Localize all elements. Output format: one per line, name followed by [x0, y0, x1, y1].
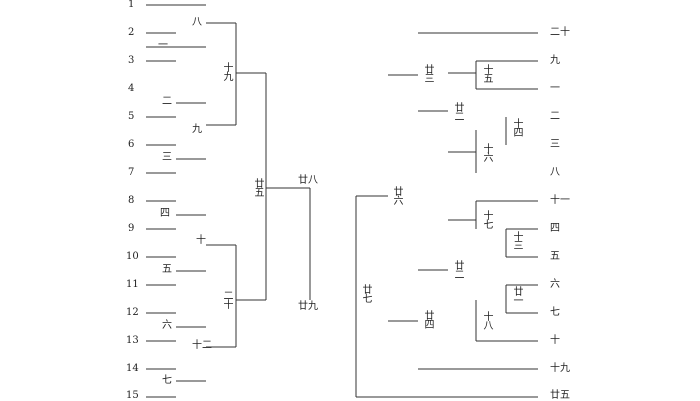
match-label-3: 三: [162, 152, 172, 163]
entrant-4: 4: [128, 83, 135, 94]
right-entrant-label-10: 十: [550, 335, 560, 346]
right-entrant-label-1: 一: [550, 83, 560, 94]
entrant-3: 3: [128, 55, 135, 66]
right-match-13: 十三: [511, 231, 522, 249]
entrant-1: 1: [128, 0, 135, 10]
entrant-9: 9: [128, 223, 135, 234]
match-label-2: 二: [162, 96, 172, 107]
right-match-22: 廿二: [452, 260, 463, 278]
match-label-10: 十: [196, 235, 206, 246]
entrant-15: 15: [126, 390, 139, 401]
right-entrant-label-3: 三: [550, 139, 560, 150]
semifinal-label-20: 二十: [221, 290, 232, 308]
entrant-6: 6: [128, 139, 135, 150]
match-label-1: 一: [158, 40, 168, 51]
right-entrant-label-6: 六: [550, 279, 560, 290]
right-entrant-label-4: 四: [550, 223, 560, 234]
right-match-27: 廿七: [360, 284, 371, 302]
match-label-8: 八: [192, 17, 202, 28]
entrant-2: 2: [128, 27, 135, 38]
final-side-28: 廿八: [298, 175, 318, 186]
right-match-23: 廿三: [422, 64, 433, 82]
right-match-15: 十五: [481, 64, 492, 82]
right-entrant-label-11: 十一: [550, 195, 570, 206]
right-match-14: 十四: [511, 118, 522, 136]
match-label-5: 五: [162, 264, 172, 275]
right-match-22-top: 廿二: [452, 102, 463, 120]
right-match-16: 十六: [481, 143, 492, 161]
match-label-4: 四: [160, 208, 170, 219]
semifinal-label-19: 十九: [221, 62, 232, 80]
right-entrant-label-25: 廿五: [550, 390, 570, 401]
right-entrant-label-5: 五: [550, 251, 560, 262]
right-entrant-label-8: 八: [550, 167, 560, 178]
match-label-6: 六: [162, 320, 172, 331]
entrant-5: 5: [128, 111, 135, 122]
entrant-7: 7: [128, 167, 135, 178]
match-label-9: 九: [192, 124, 202, 135]
entrant-8: 8: [128, 195, 135, 206]
match-label-7: 七: [162, 375, 172, 386]
right-match-18: 十八: [481, 311, 492, 329]
right-match-24: 廿四: [422, 310, 433, 328]
entrant-10: 10: [126, 251, 139, 262]
right-match-17: 十七: [481, 210, 492, 228]
entrant-12: 12: [126, 307, 139, 318]
right-entrant-label-2: 二: [550, 111, 560, 122]
right-match-21: 廿一: [511, 286, 522, 304]
right-entrant-label-7: 七: [550, 307, 560, 318]
entrant-14: 14: [126, 363, 139, 374]
entrant-11: 11: [126, 279, 139, 290]
right-entrant-label-19: 十九: [550, 363, 570, 374]
final-side-29: 廿九: [298, 301, 318, 312]
right-entrant-label-9: 九: [550, 55, 560, 66]
entrant-13: 13: [126, 335, 139, 346]
final-label-25: 廿五: [252, 178, 263, 196]
right-entrant-label-20: 二十: [550, 27, 570, 38]
match-label-12: 十二: [192, 340, 212, 351]
right-match-26: 廿六: [391, 186, 402, 204]
